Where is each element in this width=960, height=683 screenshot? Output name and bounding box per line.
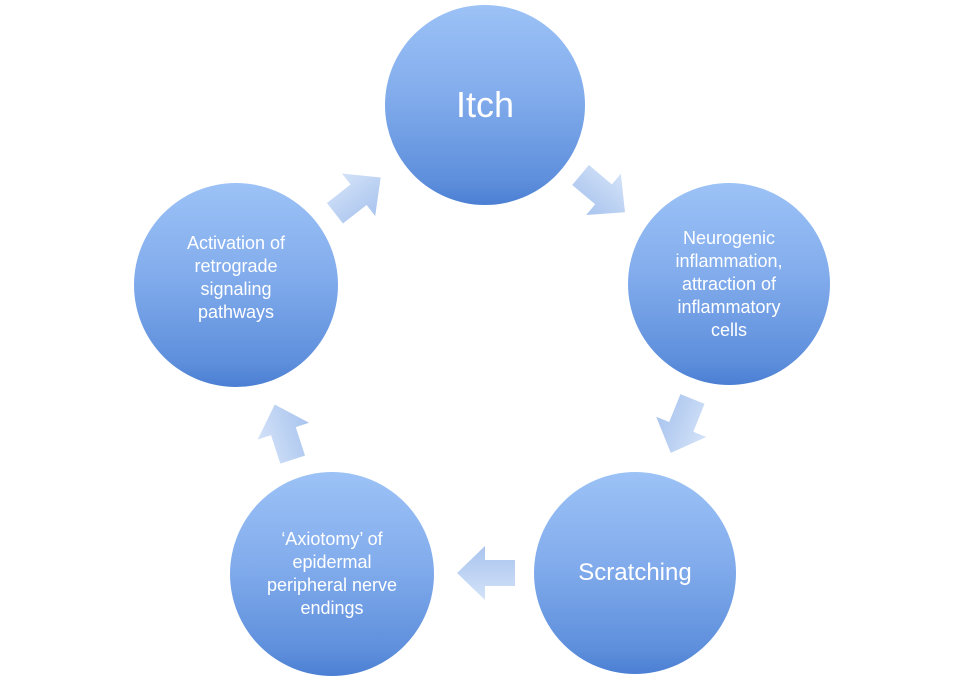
scratching-label: Scratching [578, 559, 692, 586]
scratching-node: Scratching [534, 472, 736, 674]
axiotomy-node: ‘Axiotomy’ of epidermal peripheral nerve… [230, 472, 434, 676]
arrow-itch-to-inflammation [572, 165, 625, 215]
neurogenic-inflammation-node: Neurogenic inflammation, attraction of i… [628, 183, 830, 385]
axiotomy-label: ‘Axiotomy’ of epidermal peripheral nerve… [266, 529, 398, 618]
arrow-inflammation-to-scratching [656, 394, 707, 453]
neurogenic-inflammation-label: Neurogenic inflammation, attraction of i… [675, 227, 783, 340]
arrow-scratching-to-axiotomy [457, 546, 515, 600]
arrow-axiotomy-to-retrograde [257, 404, 310, 464]
itch-label: Itch [455, 84, 515, 125]
itch-node: Itch [385, 5, 585, 205]
retrograde-signaling-node: Activation of retrograde signaling pathw… [134, 183, 338, 387]
retrograde-signaling-label: Activation of retrograde signaling pathw… [186, 233, 286, 322]
arrow-retrograde-to-itch [326, 173, 381, 224]
